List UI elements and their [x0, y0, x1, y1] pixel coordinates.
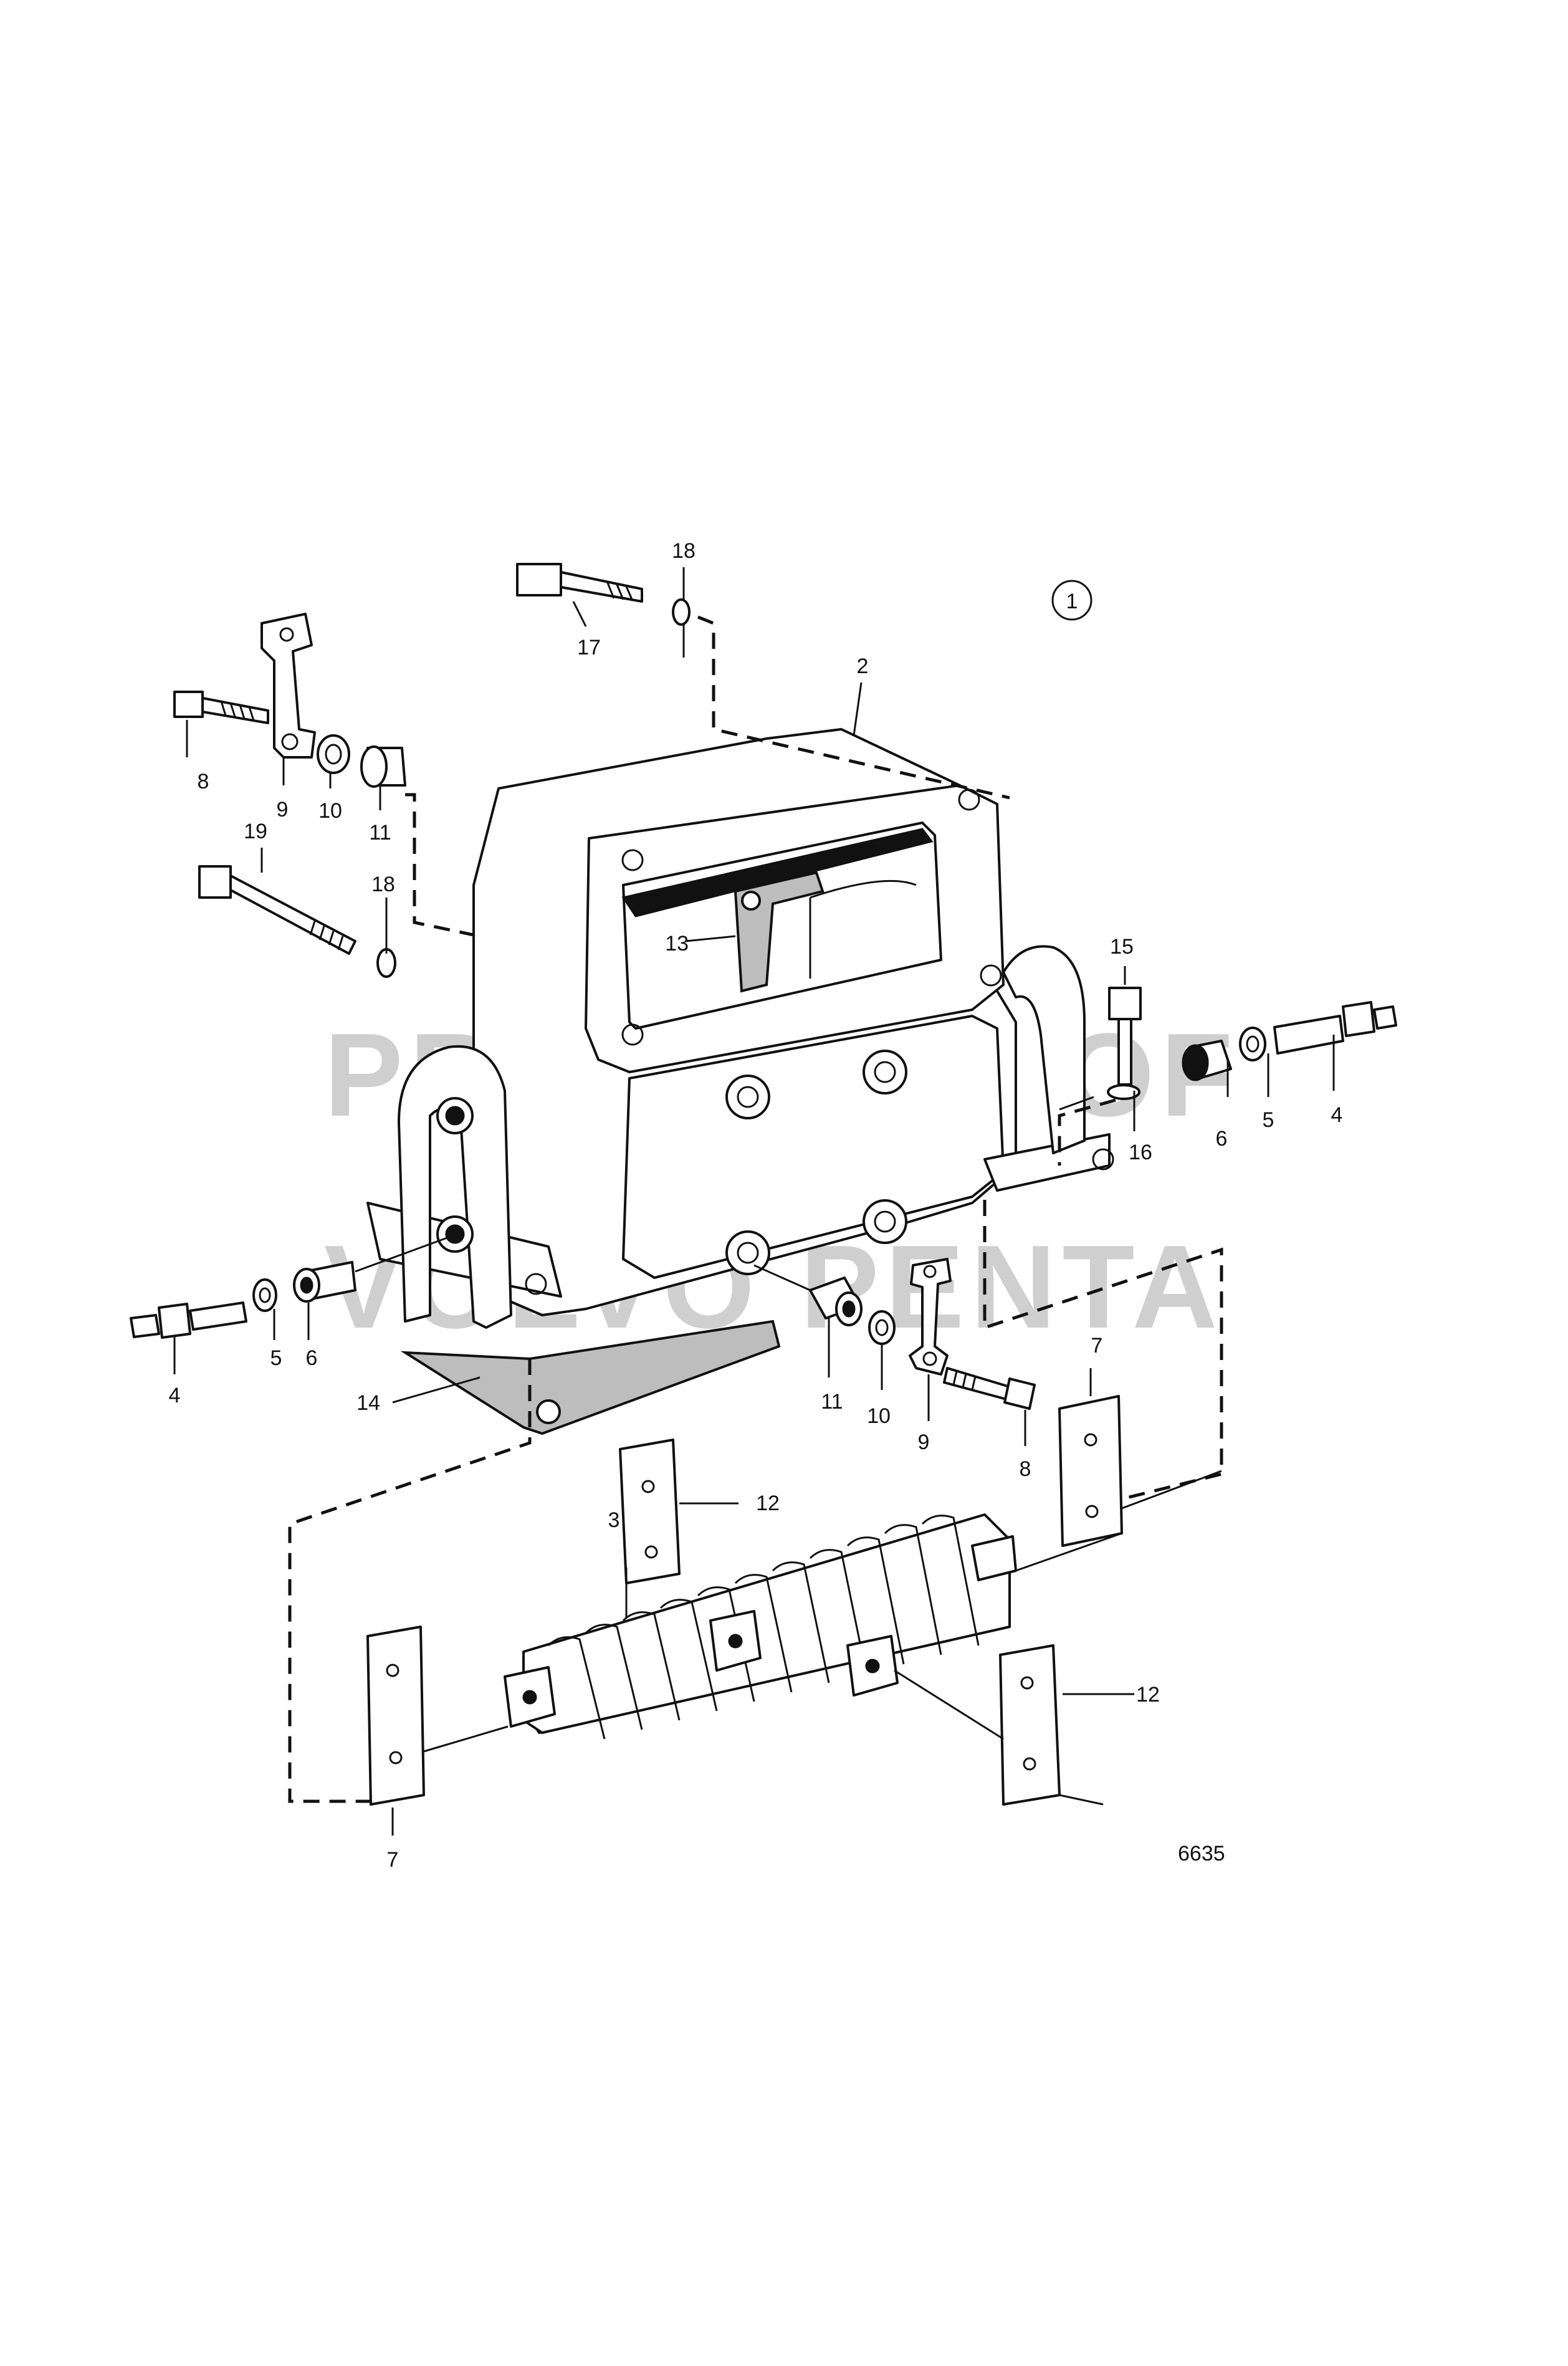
- callout-18-top: 18: [672, 539, 696, 563]
- callout-10-bottom: 10: [867, 1404, 891, 1428]
- bushing-part-6-left: [293, 1261, 356, 1303]
- bushing-part-11-top: [360, 745, 406, 788]
- washer-part-10-top: [317, 734, 350, 774]
- bushing-part-11-bottom: [809, 1276, 863, 1326]
- plate-part-12-bottom: [999, 1644, 1061, 1806]
- callout-2: 2: [857, 654, 869, 678]
- core-part-3: [504, 1513, 1017, 1740]
- callout-9-bottom: 9: [918, 1430, 930, 1454]
- bushing-part-6-right: [1182, 1040, 1232, 1081]
- callout-13: 13: [665, 932, 689, 956]
- bolt-part-8-top: [173, 691, 269, 724]
- callout-7-right: 7: [1091, 1334, 1103, 1358]
- bolt-part-17: [516, 563, 643, 603]
- housing-part-2: [366, 682, 1114, 1329]
- bracket-part-9-top: [261, 613, 316, 759]
- callout-7-left: 7: [387, 1848, 399, 1872]
- callout-8-bottom: 8: [1020, 1457, 1031, 1481]
- washer-part-16: [1107, 1084, 1140, 1100]
- callout-15: 15: [1110, 935, 1134, 959]
- figure-number-badge: 1: [1051, 580, 1092, 621]
- callout-9-top: 9: [277, 798, 289, 821]
- callout-16: 16: [1129, 1141, 1152, 1164]
- callout-12-top: 12: [756, 1492, 780, 1515]
- washer-part-18-top: [672, 598, 691, 626]
- callout-18-mid: 18: [371, 873, 395, 896]
- callout-12-bottom: 12: [1136, 1683, 1160, 1707]
- callout-4-left: 4: [169, 1384, 181, 1407]
- callout-3: 3: [608, 1508, 620, 1532]
- plate-part-7-left: [366, 1626, 425, 1806]
- bolt-part-15: [1108, 987, 1142, 1086]
- callout-8-top: 8: [198, 770, 209, 793]
- stud-part-4-right: [1273, 1001, 1397, 1055]
- plate-part-12-top: [619, 1439, 681, 1584]
- callout-14: 14: [356, 1391, 380, 1415]
- callout-6-left: 6: [306, 1346, 318, 1370]
- callout-5-left: 5: [270, 1346, 282, 1370]
- washer-part-10-bottom: [868, 1310, 896, 1345]
- figure-number: 1: [1066, 590, 1078, 613]
- bracket-part-9-bottom: [909, 1258, 952, 1376]
- drawing-number: 6635: [1178, 1842, 1225, 1866]
- callout-10-top: 10: [318, 799, 342, 823]
- washer-part-5-left: [252, 1278, 277, 1312]
- callout-4-right: 4: [1331, 1103, 1343, 1127]
- callout-5-right: 5: [1263, 1108, 1274, 1132]
- callout-11-bottom: 11: [821, 1390, 843, 1414]
- callout-19: 19: [244, 820, 267, 843]
- stud-part-4-left: [130, 1301, 247, 1339]
- callout-labels: 2 3 4 4 5 5 6 6 7 7 8 8 9 9 10 10 11 11 …: [169, 539, 1343, 1872]
- bolt-part-8-bottom: [943, 1367, 1036, 1410]
- plate-part-7-right: [1058, 1395, 1123, 1547]
- callout-6-right: 6: [1216, 1127, 1228, 1151]
- callout-11-top: 11: [369, 821, 391, 845]
- bolt-part-19: [198, 865, 356, 955]
- callout-17: 17: [577, 636, 601, 659]
- leader-lines: [173, 567, 1335, 1836]
- washer-part-5-right: [1239, 1027, 1266, 1061]
